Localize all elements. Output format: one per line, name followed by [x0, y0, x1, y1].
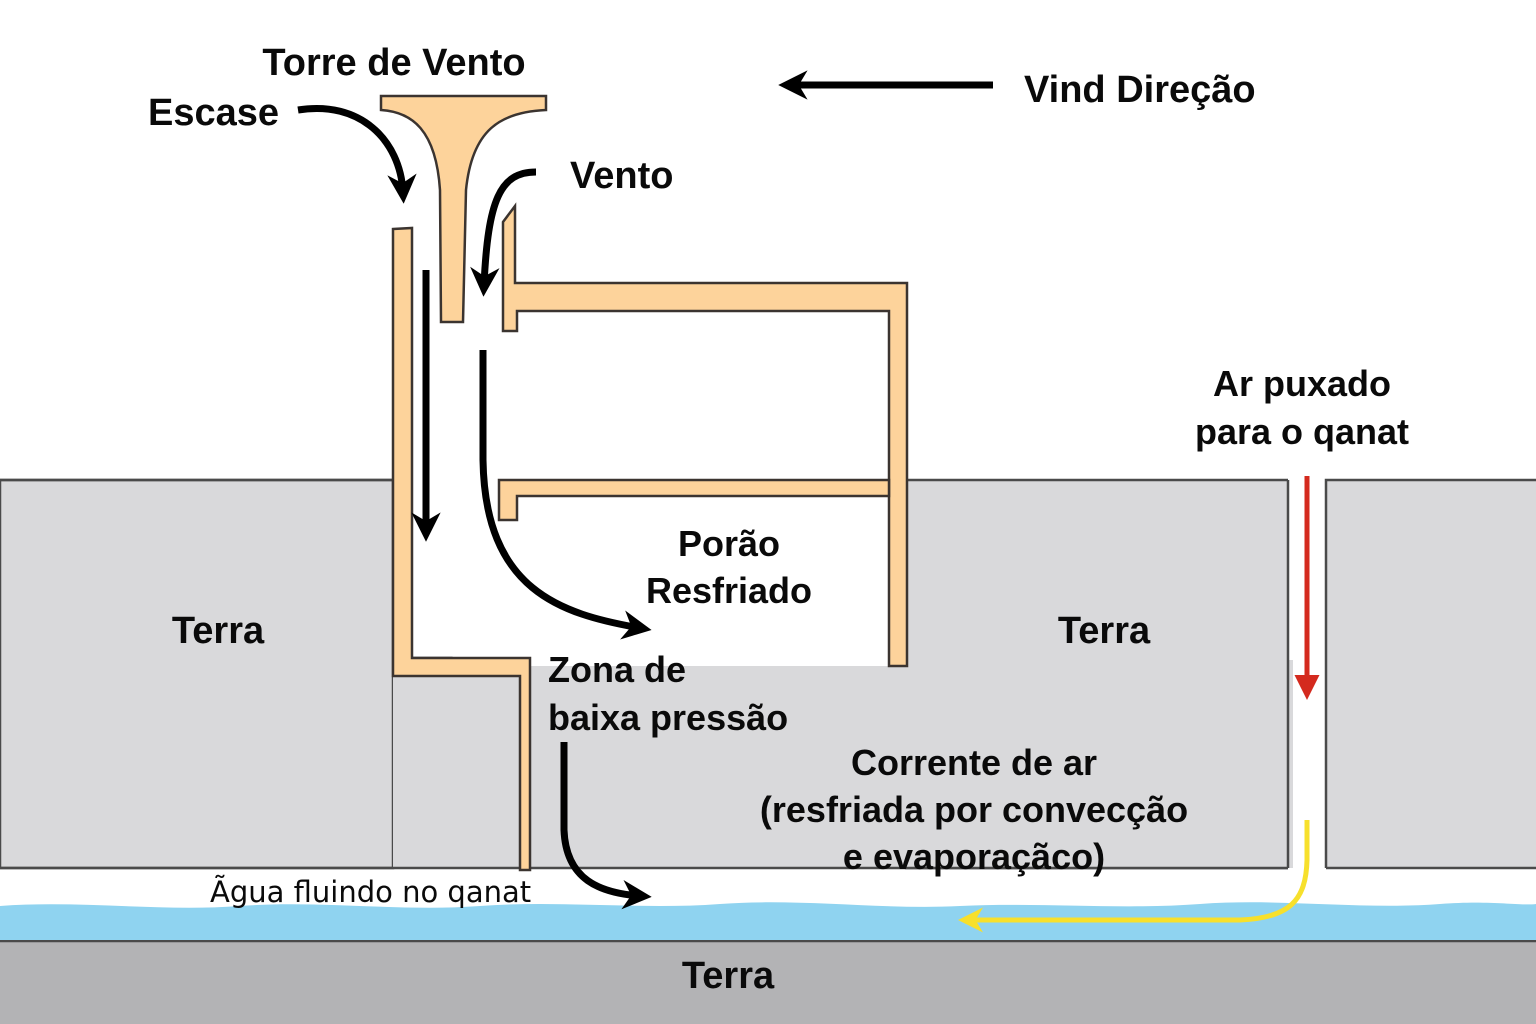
label-air-current-3: e evaporaçãco) — [843, 836, 1105, 877]
label-wind-direction: Vind Direção — [1024, 69, 1256, 111]
label-air-pulled-1: Ar puxado — [1213, 363, 1391, 404]
tunnel-flow-arrow — [560, 742, 652, 910]
air-current-arrow-icon — [958, 820, 1310, 933]
wind-inlet-arrow — [470, 168, 537, 297]
label-earth-bottom: Terra — [682, 955, 775, 997]
water-channel — [0, 902, 1536, 940]
label-air-current-2: (resfriada por convecção — [760, 789, 1188, 830]
basement-flow-arrow — [479, 350, 652, 640]
earth-far-right — [1326, 480, 1536, 868]
earth-middle-right — [905, 480, 1288, 870]
wind-tower-cap — [379, 94, 548, 324]
basement-room — [517, 496, 891, 666]
label-wind: Vento — [570, 155, 673, 197]
exhaust-arrow — [297, 105, 417, 204]
bedrock-layer — [0, 940, 1536, 1024]
label-low-pressure-1: Zona de — [548, 649, 686, 690]
label-earth-left: Terra — [172, 610, 265, 652]
label-water: Ãgua fluindo no qanat — [210, 875, 531, 909]
building-upper-wall — [501, 202, 909, 668]
basement-ceiling-wall — [497, 478, 891, 522]
earth-far-right-edge — [1324, 478, 1536, 868]
label-exhaust: Escase — [148, 92, 279, 134]
label-air-current-1: Corrente de ar — [851, 742, 1097, 783]
label-basement-2: Resfriado — [646, 570, 812, 611]
earth-left — [0, 478, 395, 870]
shaft-left-wall — [391, 226, 532, 872]
label-earth-right: Terra — [1058, 610, 1151, 652]
label-basement-1: Porão — [678, 523, 780, 564]
label-low-pressure-2: baixa pressão — [548, 697, 788, 738]
label-tower: Torre de Vento — [262, 42, 525, 84]
label-air-pulled-2: para o qanat — [1195, 411, 1409, 452]
